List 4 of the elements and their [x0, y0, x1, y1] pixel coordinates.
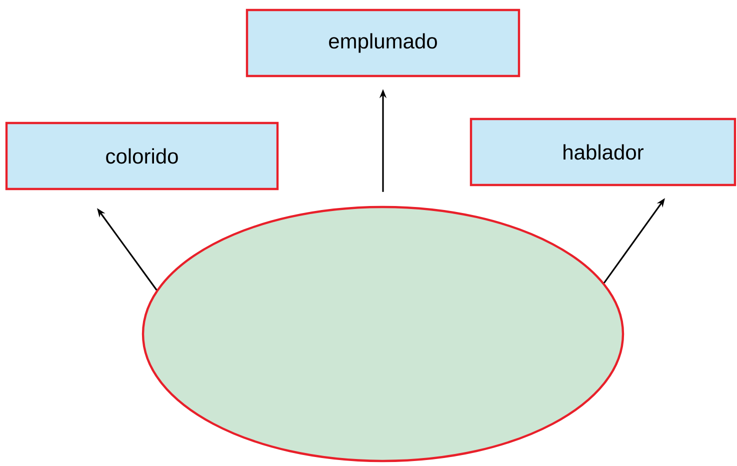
ellipse [142, 206, 624, 462]
word-box: colorido [5, 122, 279, 190]
word-box: hablador [470, 118, 736, 186]
word-box: emplumado [246, 8, 520, 78]
